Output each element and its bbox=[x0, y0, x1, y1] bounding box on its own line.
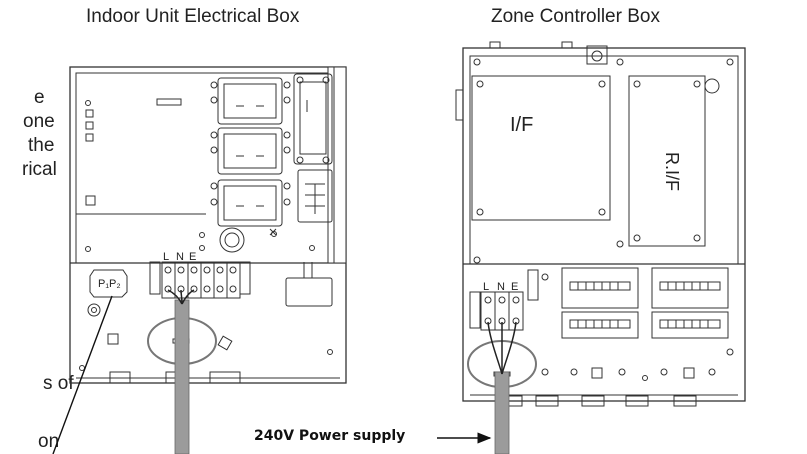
zone-relay-right-bottom bbox=[651, 311, 729, 339]
zone-terminal-label-n: N bbox=[497, 281, 505, 293]
if-label: I/F bbox=[510, 114, 533, 136]
p1p2-leader-line bbox=[52, 295, 113, 454]
indoor-cable-leads bbox=[167, 289, 195, 305]
indoor-terminal-label-n: N bbox=[176, 251, 184, 263]
side-text-line3: the bbox=[28, 135, 55, 156]
indoor-grommet bbox=[219, 227, 245, 253]
rif-board bbox=[628, 75, 706, 247]
if-board bbox=[471, 75, 611, 221]
indoor-box-outer bbox=[69, 66, 347, 384]
zone-relay-left-top bbox=[561, 267, 639, 309]
zone-terminal-label-e: E bbox=[511, 281, 518, 293]
indoor-terminal-label-e: E bbox=[189, 251, 196, 263]
p1p2-label: P₁P₂ bbox=[98, 278, 121, 290]
side-text-line4: rical bbox=[22, 159, 57, 180]
side-text-line1: e bbox=[34, 87, 45, 108]
indoor-relays bbox=[217, 77, 283, 227]
indoor-mains-terminal-block bbox=[149, 261, 251, 299]
indoor-right-components bbox=[293, 73, 333, 223]
p1p2-terminal bbox=[89, 269, 128, 298]
zone-relay-right-top bbox=[651, 267, 729, 309]
indoor-terminal-label-l: L bbox=[163, 251, 169, 263]
indoor-unit-title: Indoor Unit Electrical Box bbox=[86, 6, 300, 27]
indoor-unit-box bbox=[69, 66, 347, 384]
zone-cable-leads bbox=[487, 321, 517, 375]
side-text-line2: one bbox=[23, 111, 55, 132]
zone-power-cable bbox=[494, 371, 510, 454]
rif-label: R.I/F bbox=[662, 152, 682, 191]
zone-relay-left-bottom bbox=[561, 311, 639, 339]
indoor-screws bbox=[85, 76, 330, 317]
zone-controller-box bbox=[455, 41, 746, 407]
power-supply-label: 240V Power supply bbox=[254, 428, 406, 444]
side-text-line6: on bbox=[38, 431, 60, 452]
indoor-power-cable bbox=[174, 299, 190, 454]
side-text-line5: s of bbox=[43, 373, 74, 394]
zone-box-outer bbox=[462, 47, 746, 402]
zone-controller-title: Zone Controller Box bbox=[491, 6, 660, 27]
zone-terminal-label-l: L bbox=[483, 281, 489, 293]
